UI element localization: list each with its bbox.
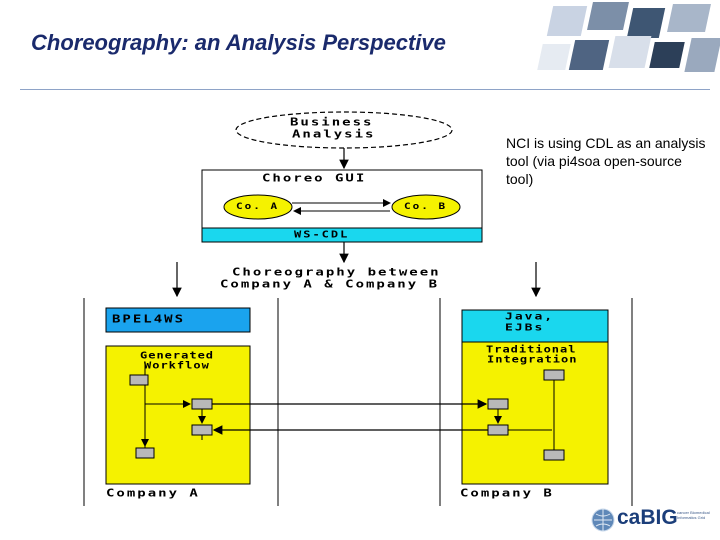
co-a-node — [223, 194, 293, 220]
java-label-line1: Java, — [505, 311, 555, 323]
workflow-a-node-4 — [135, 447, 155, 459]
slide-title: Choreography: an Analysis Perspective — [31, 30, 446, 55]
workflow-b-node-2 — [487, 398, 509, 410]
workflow-a-node-1 — [129, 374, 149, 386]
company-a-yellow-panel — [105, 345, 251, 485]
choreography-label-line2: Company A & Company B — [220, 278, 440, 291]
workflow-b-node-3 — [487, 424, 509, 436]
bpel4ws-box — [105, 307, 251, 333]
business-label-line1: Business — [290, 116, 374, 129]
workflow-a-node-2 — [191, 398, 213, 410]
company-a-label: Company A — [106, 487, 200, 500]
business-label-line2: Analysis — [292, 128, 376, 141]
cabig-globe-icon — [591, 508, 615, 532]
company-b-yellow-panel — [461, 341, 609, 485]
workflow-b-node-4 — [543, 449, 565, 461]
choreography-label-line1: Choreography between — [232, 266, 441, 279]
bpel4ws-label: BPEL4WS — [112, 313, 186, 326]
co-b-node — [391, 194, 461, 220]
generated-workflow-line2: Workflow — [144, 360, 210, 371]
generated-workflow-line1: Generated — [140, 350, 215, 361]
java-ejbs-box — [461, 309, 609, 343]
java-label-line2: EJBs — [505, 322, 545, 334]
cabig-logo-text: caBIG — [617, 506, 678, 529]
cabig-logo-tagline: cancer Biomedical Informatics Grid — [677, 510, 710, 520]
traditional-integration-line2: Integration — [487, 354, 578, 365]
slide-header: Choreography: an Analysis Perspective — [0, 0, 720, 88]
workflow-a-node-3 — [191, 424, 213, 436]
company-b-label: Company B — [460, 487, 554, 500]
slide-note: NCI is using CDL as an analysis tool (vi… — [506, 135, 706, 187]
header-divider — [20, 89, 710, 90]
choreo-gui-label: Choreo GUI — [262, 172, 367, 185]
co-a-label: Co. A — [236, 201, 280, 212]
business-analysis-ellipse — [235, 111, 453, 149]
co-b-label: Co. B — [404, 201, 448, 212]
ws-cdl-label: WS-CDL — [294, 229, 350, 240]
traditional-integration-line1: Traditional — [486, 344, 577, 355]
workflow-b-node-1 — [543, 369, 565, 381]
ws-cdl-band — [201, 227, 483, 243]
